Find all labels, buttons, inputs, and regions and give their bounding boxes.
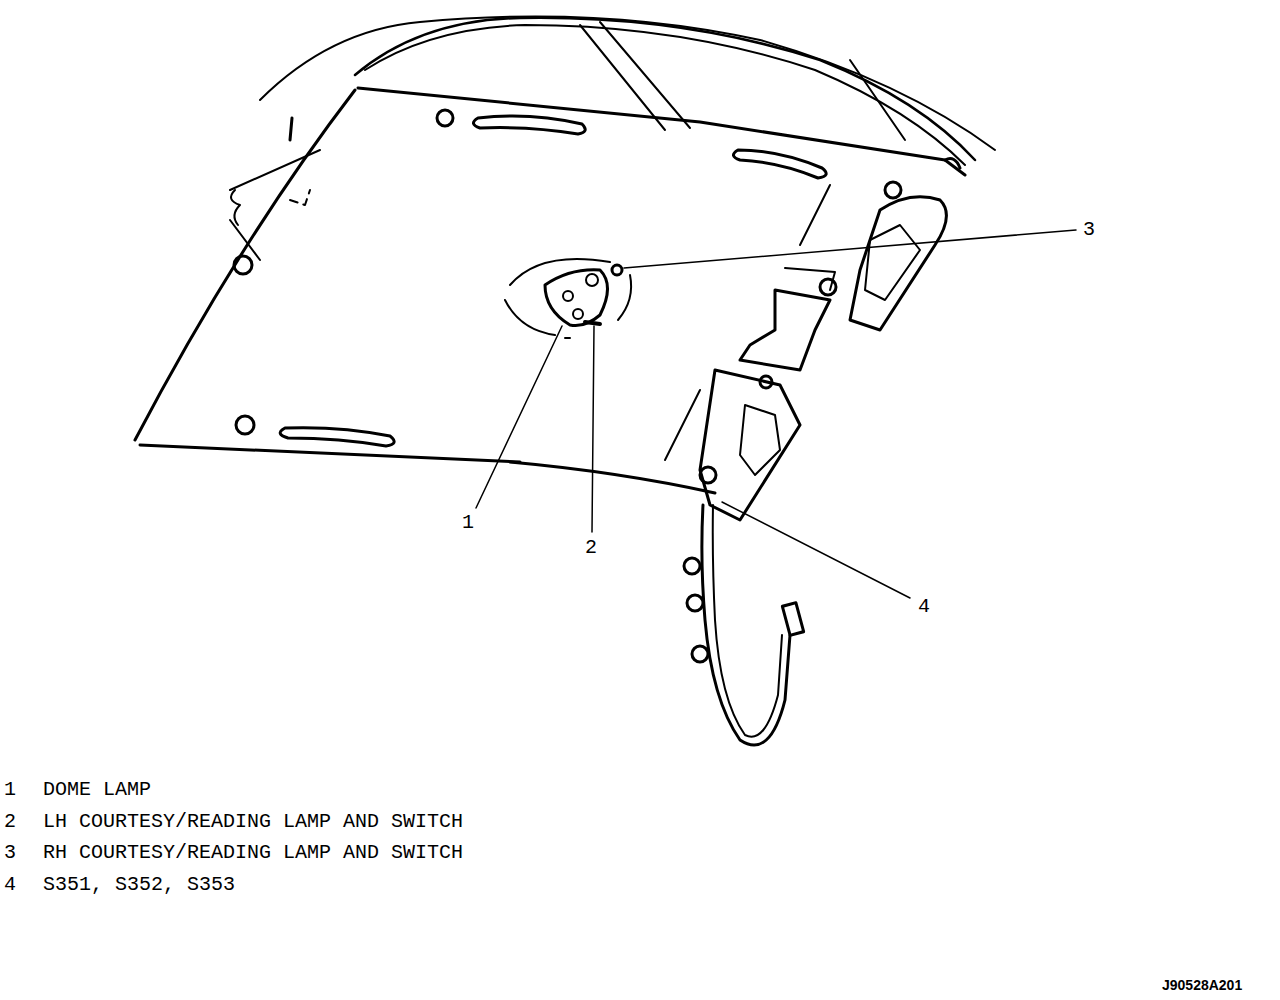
part-name: RH COURTESY/READING LAMP AND SWITCH <box>43 842 463 864</box>
callout-number: 4 <box>918 596 930 618</box>
key-number: 4 <box>4 874 16 896</box>
key-number: 2 <box>4 811 16 833</box>
part-name: S351, S352, S353 <box>43 874 235 896</box>
part-name: LH COURTESY/READING LAMP AND SWITCH <box>43 811 463 833</box>
key-number: 1 <box>4 779 16 801</box>
part-name: DOME LAMP <box>43 779 151 801</box>
figure-code: J90528A201 <box>1162 977 1242 993</box>
callout-number: 1 <box>462 512 474 534</box>
callout-number: 2 <box>585 537 597 559</box>
callout-number: 3 <box>1083 219 1095 241</box>
key-number: 3 <box>4 842 16 864</box>
